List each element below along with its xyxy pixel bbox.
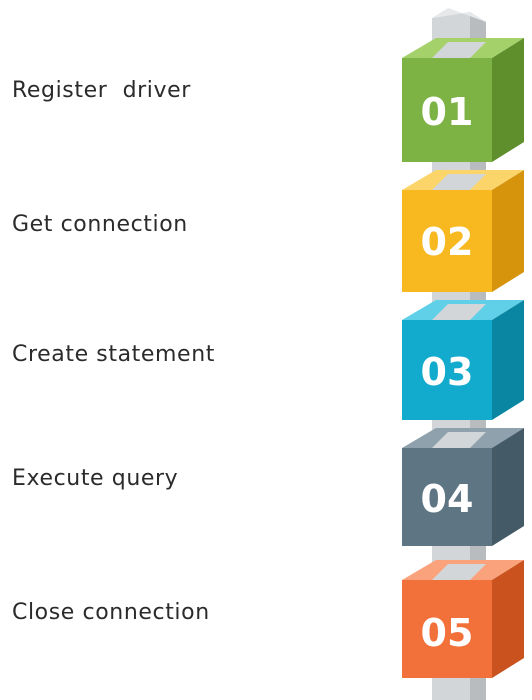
step-1-label: Register driver — [12, 78, 191, 103]
step-3-cube-front — [402, 320, 492, 420]
step-2-cube-front — [402, 190, 492, 292]
step-3-number: 03 — [421, 350, 474, 394]
step-1-cube: 01 — [402, 38, 524, 162]
step-5-cube: 05 — [402, 560, 524, 678]
step-4-cube: 04 — [402, 428, 524, 546]
step-1-cube-front — [402, 58, 492, 162]
step-4-cube-side — [492, 428, 524, 546]
step-5-cube-front — [402, 580, 492, 678]
step-2-label: Get connection — [12, 212, 188, 237]
step-4-label: Execute query — [12, 466, 179, 491]
step-4-cube-front — [402, 448, 492, 546]
step-5-number: 05 — [421, 611, 474, 655]
step-2-cube: 02 — [402, 170, 524, 292]
step-3-cube-side — [492, 300, 524, 420]
step-4-number: 04 — [421, 477, 474, 521]
step-1-number: 01 — [421, 90, 474, 134]
step-3-label: Create statement — [12, 342, 215, 367]
step-2-number: 02 — [421, 220, 474, 264]
step-2-cube-side — [492, 170, 524, 292]
step-1-cube-side — [492, 38, 524, 162]
step-5-label: Close connection — [12, 600, 210, 625]
step-3-cube: 03 — [402, 300, 524, 420]
step-5-cube-side — [492, 560, 524, 678]
